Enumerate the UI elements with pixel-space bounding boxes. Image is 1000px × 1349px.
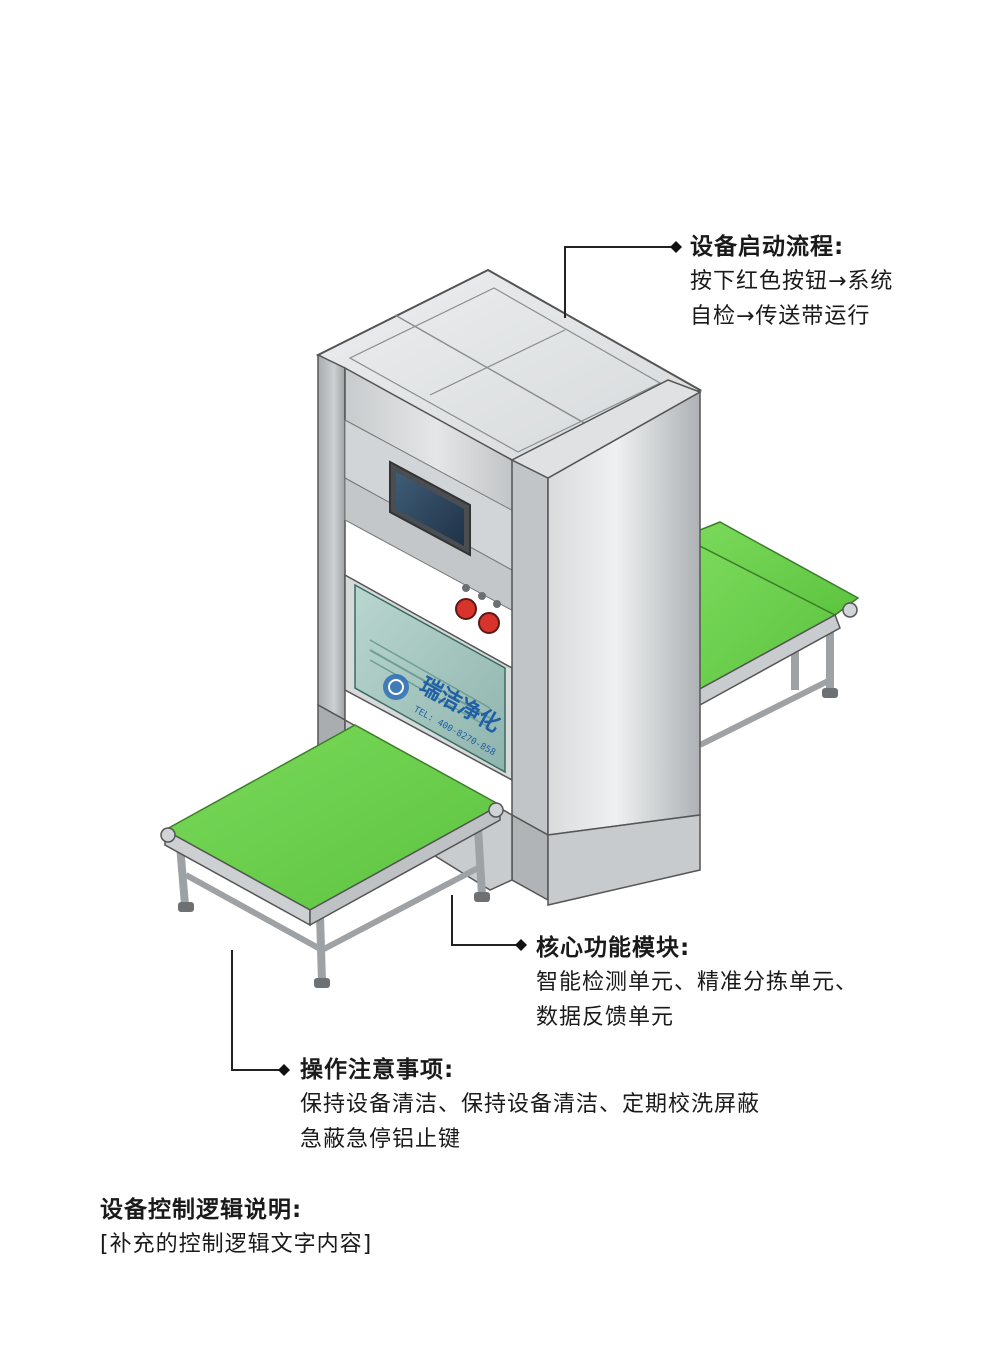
red-start-button[interactable] bbox=[455, 598, 477, 620]
callout-startup-line-2: 自检→传送带运行 bbox=[690, 304, 871, 329]
control-panel bbox=[455, 584, 501, 634]
touch-screen bbox=[389, 460, 471, 557]
callout-modules-line-1: 智能检测单元、精准分拣单元、 bbox=[536, 970, 859, 995]
callout-notes-line-1: 保持设备清洁、保持设备清洁、定期校洗屏蔽 bbox=[300, 1092, 761, 1117]
callout-modules: 核心功能模块: 智能检测单元、精准分拣单元、 数据反馈单元 bbox=[536, 931, 976, 1035]
callout-startup: 设备启动流程: 按下红色按钮→系统 自检→传送带运行 bbox=[690, 230, 990, 334]
callout-modules-line-2: 数据反馈单元 bbox=[536, 1005, 675, 1030]
red-stop-button[interactable] bbox=[478, 612, 500, 634]
control-logic-section: 设备控制逻辑说明: [补充的控制逻辑文字内容] bbox=[100, 1193, 900, 1263]
leader-lines bbox=[231, 246, 672, 1071]
callout-modules-title: 核心功能模块: bbox=[536, 935, 691, 961]
leader-diamonds bbox=[278, 241, 682, 1076]
callout-startup-title: 设备启动流程: bbox=[690, 234, 845, 260]
callout-startup-line-1: 按下红色按钮→系统 bbox=[690, 269, 894, 294]
callout-notes: 操作注意事项: 保持设备清洁、保持设备清洁、定期校洗屏蔽 急蔽急停铝止键 bbox=[300, 1053, 900, 1157]
rear-conveyor bbox=[696, 521, 860, 748]
machine-right-column bbox=[510, 379, 702, 906]
control-logic-text: [补充的控制逻辑文字内容] bbox=[100, 1232, 373, 1257]
callout-notes-line-2: 急蔽急停铝止键 bbox=[300, 1127, 462, 1152]
callout-notes-title: 操作注意事项: bbox=[300, 1057, 455, 1083]
control-logic-title: 设备控制逻辑说明: bbox=[100, 1197, 303, 1223]
front-conveyor bbox=[160, 724, 504, 988]
